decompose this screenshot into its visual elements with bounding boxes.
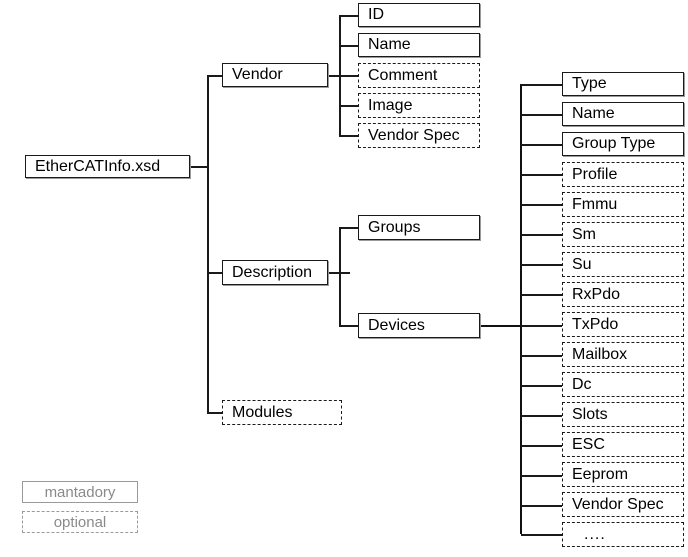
connector-to-type: [521, 84, 563, 86]
node-device-sm-label: Sm: [572, 225, 596, 243]
connector-to-slots: [521, 415, 563, 417]
node-devices-label: Devices: [368, 316, 425, 334]
node-device-slots[interactable]: Slots: [562, 402, 684, 427]
node-groups-label: Groups: [368, 218, 421, 236]
connector-to-vendor: [207, 75, 223, 77]
node-groups[interactable]: Groups: [358, 215, 480, 240]
node-device-profile[interactable]: Profile: [562, 162, 684, 187]
connector-to-esc: [521, 445, 563, 447]
connector-to-comment: [339, 75, 359, 77]
connector-to-devices: [339, 325, 359, 327]
connector-devices-out: [480, 325, 522, 328]
legend-optional: optional: [22, 511, 138, 533]
connector-to-rxpdo: [521, 294, 563, 296]
node-root[interactable]: EtherCATInfo.xsd: [25, 155, 190, 178]
connector-to-description: [207, 272, 223, 274]
node-device-profile-label: Profile: [572, 165, 618, 183]
legend-mandatory-label: mantadory: [44, 483, 116, 501]
node-device-dc-label: Dc: [572, 375, 592, 393]
node-device-slots-label: Slots: [572, 405, 608, 423]
node-device-mailbox[interactable]: Mailbox: [562, 342, 684, 367]
node-device-su-label: Su: [572, 255, 592, 273]
connector-to-dc: [521, 385, 563, 387]
connector-to-sm: [521, 234, 563, 236]
node-device-more-label: ....: [584, 525, 606, 543]
node-device-name-label: Name: [572, 105, 615, 122]
node-device-dc[interactable]: Dc: [562, 372, 684, 397]
node-description[interactable]: Description: [222, 260, 328, 285]
connector-to-mailbox: [521, 355, 563, 357]
connector-to-eeprom: [521, 475, 563, 477]
connector-to-dev-vendor-spec: [521, 505, 563, 507]
node-root-label: EtherCATInfo.xsd: [35, 157, 161, 175]
node-vendor-spec-label: Vendor Spec: [368, 126, 460, 144]
node-device-su[interactable]: Su: [562, 252, 684, 277]
node-device-fmmu-label: Fmmu: [572, 195, 618, 213]
node-device-sm[interactable]: Sm: [562, 222, 684, 247]
connector-devices-spine: [520, 84, 523, 534]
connector-to-more: [521, 534, 563, 536]
node-device-vendor-spec[interactable]: Vendor Spec: [562, 492, 684, 517]
node-device-group-type[interactable]: Group Type: [562, 132, 684, 156]
connector-to-group-type: [521, 144, 563, 146]
node-vendor-id[interactable]: ID: [358, 3, 480, 27]
node-device-txpdo-label: TxPdo: [572, 315, 619, 333]
node-device-more[interactable]: ....: [562, 522, 684, 547]
node-device-type-label: Type: [572, 75, 607, 92]
node-vendor[interactable]: Vendor: [222, 63, 328, 87]
connector-to-groups: [339, 227, 359, 229]
node-device-fmmu[interactable]: Fmmu: [562, 192, 684, 217]
node-device-rxpdo[interactable]: RxPdo: [562, 282, 684, 307]
node-modules[interactable]: Modules: [222, 400, 342, 425]
node-device-eeprom-label: Eeprom: [572, 465, 629, 483]
node-description-label: Description: [232, 263, 313, 281]
node-vendor-comment-label: Comment: [368, 66, 438, 84]
node-vendor-id-label: ID: [368, 6, 384, 23]
connector-to-dev-name: [521, 114, 563, 116]
node-device-esc[interactable]: ESC: [562, 432, 684, 457]
legend-mandatory: mantadory: [22, 481, 138, 503]
node-modules-label: Modules: [232, 403, 293, 421]
connector-level1-spine: [207, 75, 209, 413]
connector-to-modules: [207, 412, 223, 414]
node-vendor-image-label: Image: [368, 96, 413, 114]
node-device-group-type-label: Group Type: [572, 135, 656, 152]
connector-to-id: [339, 15, 359, 17]
node-device-mailbox-label: Mailbox: [572, 345, 628, 363]
node-device-rxpdo-label: RxPdo: [572, 285, 621, 303]
connector-to-profile: [521, 174, 563, 176]
node-vendor-label: Vendor: [232, 66, 283, 83]
connector-to-name: [339, 45, 359, 47]
node-vendor-spec[interactable]: Vendor Spec: [358, 123, 480, 148]
node-device-eeprom[interactable]: Eeprom: [562, 462, 684, 487]
connector-to-su: [521, 264, 563, 266]
node-device-name[interactable]: Name: [562, 102, 684, 126]
node-vendor-comment[interactable]: Comment: [358, 63, 480, 88]
node-vendor-name-label: Name: [368, 36, 411, 53]
node-vendor-image[interactable]: Image: [358, 93, 480, 118]
node-device-txpdo[interactable]: TxPdo: [562, 312, 684, 337]
connector-to-vendor-spec: [339, 135, 359, 137]
node-device-vendor-spec-label: Vendor Spec: [572, 495, 664, 513]
connector-root-out: [190, 166, 208, 168]
connector-to-image: [339, 105, 359, 107]
node-device-esc-label: ESC: [572, 435, 605, 453]
node-vendor-name[interactable]: Name: [358, 33, 480, 57]
node-devices[interactable]: Devices: [358, 313, 480, 338]
connector-description-spine: [339, 227, 341, 326]
node-device-type[interactable]: Type: [562, 72, 684, 96]
connector-to-txpdo: [521, 325, 563, 327]
connector-to-fmmu: [521, 204, 563, 206]
legend-optional-label: optional: [53, 513, 107, 531]
